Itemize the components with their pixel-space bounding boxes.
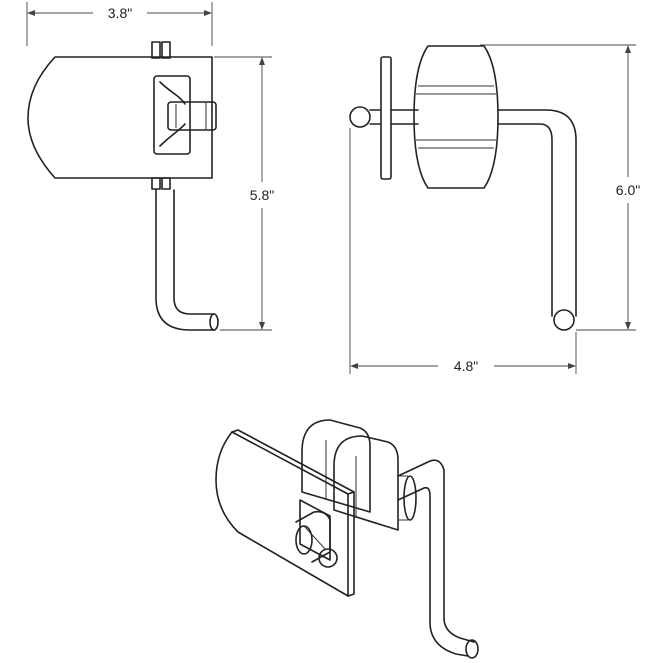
front-width-label: 4.8": [454, 358, 478, 374]
arm-isometric: [397, 459, 479, 659]
arm-front: [497, 109, 577, 331]
roller-front: [413, 45, 499, 189]
mounting-plate-isometric: [215, 429, 355, 597]
front-height-label: 6.0": [616, 182, 640, 198]
side-width-dimension: 3.8": [26, 2, 213, 46]
side-width-label: 3.8": [108, 5, 132, 21]
wall-flange-front: [349, 56, 419, 180]
front-height-dimension: 6.0": [480, 44, 640, 331]
front-view: 6.0" 4.8": [349, 44, 640, 374]
roller-isometric: [301, 419, 399, 531]
side-view: 3.8": [26, 2, 274, 331]
arm-side: [155, 189, 219, 331]
side-height-dimension: 5.8": [214, 56, 274, 331]
front-width-dimension: 4.8": [349, 128, 577, 374]
isometric-view: [215, 419, 479, 659]
mounting-plate-side: [27, 41, 217, 190]
side-height-label: 5.8": [250, 187, 274, 203]
